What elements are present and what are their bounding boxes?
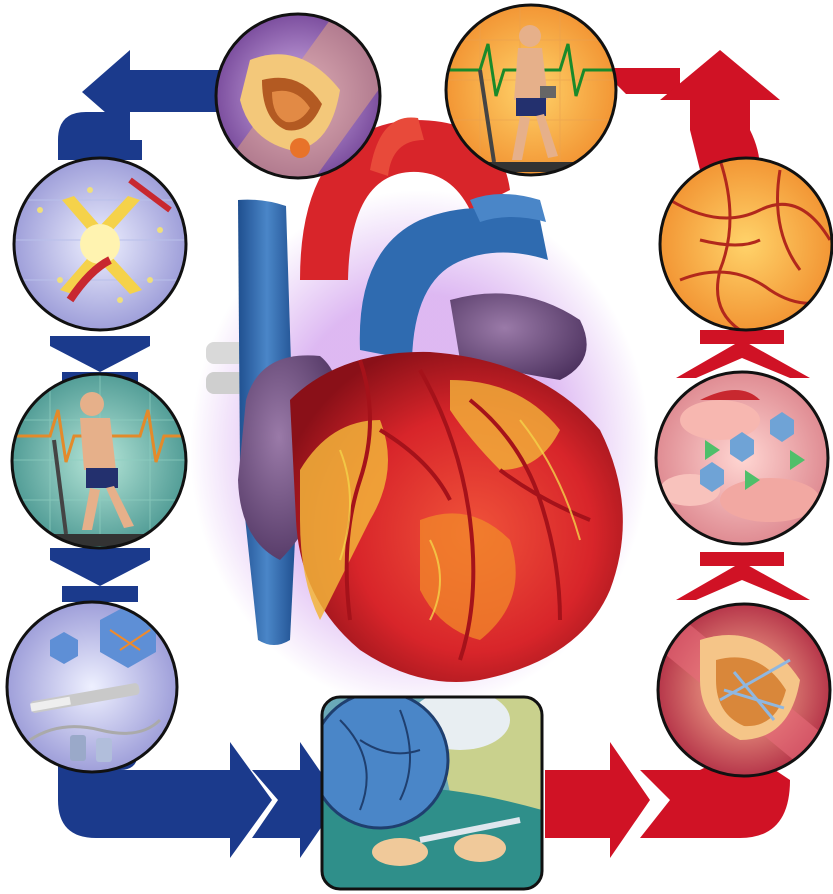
panel-vessel-growth xyxy=(660,158,832,330)
panel-cell-pathway xyxy=(656,372,828,544)
panel-catheter-procedure xyxy=(312,690,542,889)
panel-gene-injection xyxy=(7,602,177,772)
panel-stent-artery xyxy=(658,600,830,790)
heart-illustration xyxy=(190,117,650,710)
panel-exercise-ecg-left xyxy=(12,374,186,548)
panel-energy-ablation xyxy=(14,158,186,330)
